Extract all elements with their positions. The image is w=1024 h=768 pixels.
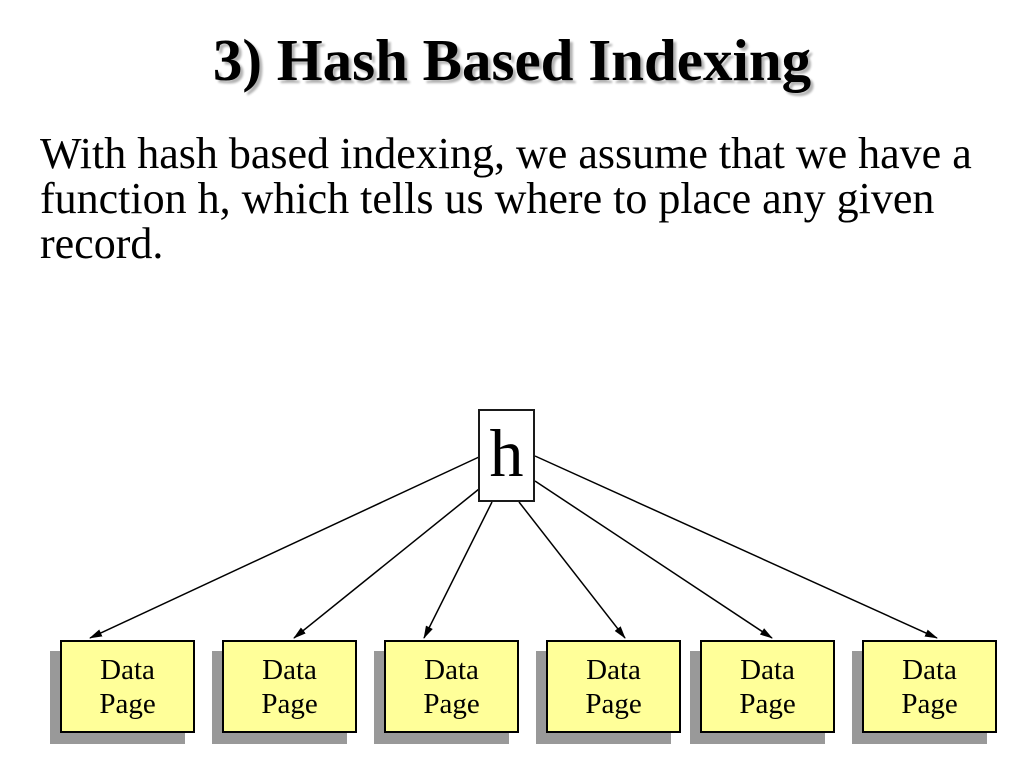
data-page-label: Data Page [261,653,318,720]
body-text: With hash based indexing, we assume that… [40,129,972,268]
data-page-label: Data Page [423,653,480,720]
data-page-box-3: Data Page [384,640,519,733]
data-page-label: Data Page [901,653,958,720]
data-page-box-1: Data Page [60,640,195,733]
arrow-to-page-6 [534,455,938,639]
arrow-to-page-2 [293,488,480,639]
data-page-box-5: Data Page [700,640,835,733]
arrow-to-page-4 [518,501,626,639]
data-page-label: Data Page [739,653,796,720]
data-page-label: Data Page [585,653,642,720]
arrow-to-page-5 [534,480,773,639]
arrow-to-page-3 [423,501,493,639]
data-page-box-2: Data Page [222,640,357,733]
data-page-box-4: Data Page [546,640,681,733]
hash-function-label: h [489,414,524,491]
arrow-to-page-1 [89,456,480,639]
data-page-box-6: Data Page [862,640,997,733]
slide-title: 3) Hash Based Indexing [212,27,812,93]
hash-function-box: h [478,409,535,502]
data-page-label: Data Page [99,653,156,720]
